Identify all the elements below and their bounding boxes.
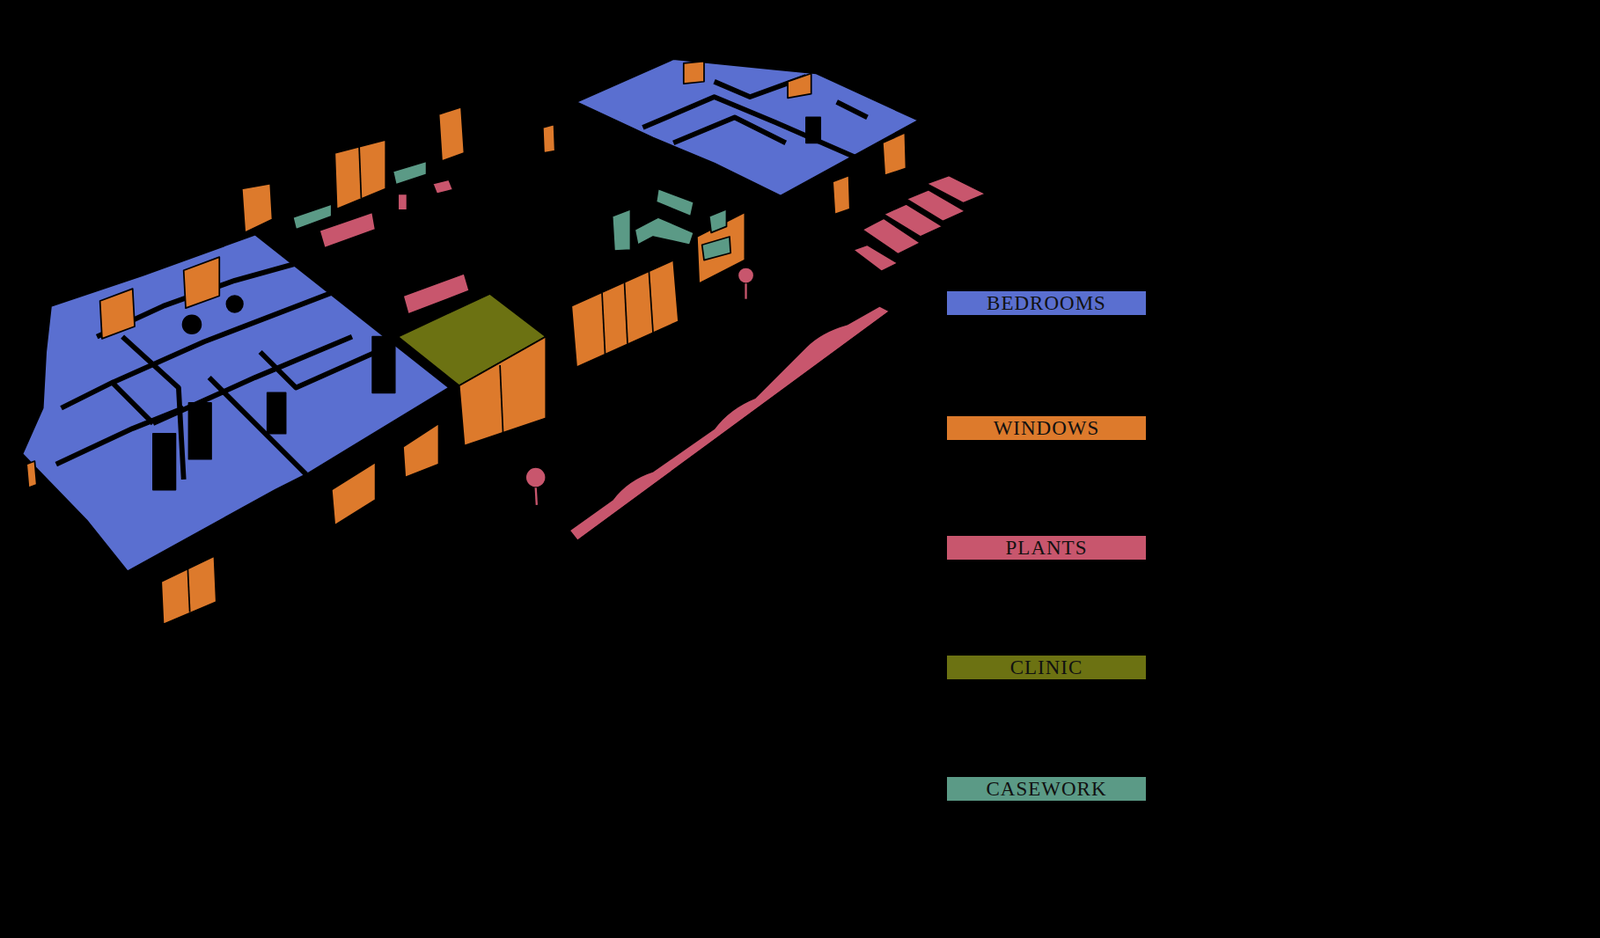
cabinet bbox=[634, 217, 694, 245]
window bbox=[459, 337, 547, 447]
trunk bbox=[744, 283, 747, 299]
planter bbox=[433, 179, 454, 194]
wall bbox=[836, 102, 868, 118]
door bbox=[372, 337, 396, 394]
window bbox=[683, 61, 705, 85]
window bbox=[571, 260, 679, 368]
cabinet bbox=[709, 209, 727, 234]
bedroom-walls bbox=[56, 76, 868, 480]
wall bbox=[61, 382, 154, 424]
bedroom-wing bbox=[22, 58, 919, 572]
legend-label: BEDROOMS bbox=[986, 293, 1107, 314]
door bbox=[267, 392, 287, 434]
window bbox=[26, 461, 37, 488]
window bbox=[787, 73, 812, 98]
cabinet bbox=[612, 209, 632, 252]
window bbox=[832, 175, 851, 214]
legend-swatch: PLANTS bbox=[946, 535, 1146, 560]
wall bbox=[112, 290, 338, 382]
planter bbox=[569, 306, 890, 542]
planter bbox=[403, 273, 470, 315]
mullion bbox=[499, 365, 503, 434]
window bbox=[334, 139, 386, 210]
legend-swatch: BEDROOMS bbox=[946, 291, 1146, 316]
legend-swatch: WINDOWS bbox=[946, 416, 1146, 441]
railing bbox=[577, 311, 890, 542]
mullion bbox=[601, 293, 605, 355]
cabinet bbox=[293, 204, 332, 230]
window bbox=[403, 423, 440, 478]
window bbox=[882, 132, 907, 177]
door bbox=[188, 403, 212, 460]
legend-label: PLANTS bbox=[1005, 537, 1088, 558]
planter-box bbox=[852, 244, 898, 272]
wall bbox=[642, 96, 857, 159]
casework bbox=[293, 161, 731, 260]
tree-trunks bbox=[535, 283, 747, 506]
legend-swatch: CLINIC bbox=[946, 655, 1146, 680]
cabinet bbox=[655, 188, 694, 216]
legend-label: WINDOWS bbox=[993, 418, 1101, 439]
window bbox=[100, 288, 135, 339]
mullion bbox=[624, 282, 628, 345]
trunk bbox=[535, 487, 537, 506]
door bbox=[806, 117, 821, 143]
tree bbox=[525, 467, 546, 488]
wall bbox=[673, 117, 786, 143]
cabinet bbox=[392, 161, 426, 185]
wall bbox=[209, 377, 307, 475]
window bbox=[543, 124, 556, 153]
window bbox=[331, 462, 376, 526]
plants bbox=[319, 175, 986, 541]
door bbox=[153, 433, 177, 491]
mullion bbox=[648, 271, 654, 333]
legend-label: CLINIC bbox=[1010, 657, 1084, 678]
mullion bbox=[359, 146, 361, 199]
mullion bbox=[187, 568, 190, 613]
legend-swatch: CASEWORK bbox=[946, 777, 1146, 801]
railing bbox=[469, 448, 515, 511]
windows bbox=[26, 61, 906, 625]
wall bbox=[260, 346, 389, 388]
legend-label: CASEWORK bbox=[985, 778, 1107, 800]
bedroom-floor bbox=[22, 234, 450, 573]
tree bbox=[737, 267, 755, 285]
furniture bbox=[183, 315, 202, 334]
window bbox=[183, 256, 221, 309]
window bbox=[161, 556, 217, 625]
cabinet bbox=[702, 236, 731, 261]
black-walls bbox=[469, 311, 890, 542]
bedroom-floor bbox=[576, 58, 918, 196]
window-mullions bbox=[187, 146, 654, 613]
window bbox=[439, 107, 465, 162]
plant bbox=[397, 193, 407, 211]
furniture bbox=[226, 295, 243, 313]
window bbox=[242, 183, 273, 234]
